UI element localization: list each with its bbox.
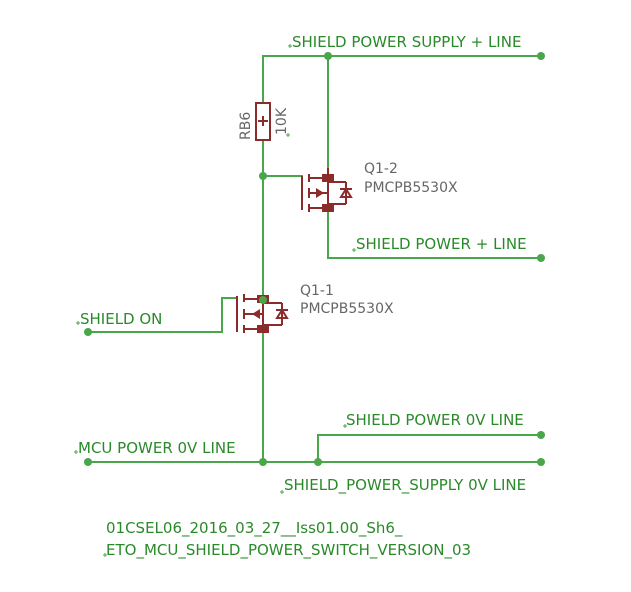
endpoint-dot — [537, 52, 545, 60]
junctions — [259, 52, 332, 466]
wires — [87, 55, 542, 463]
net-endpoints — [84, 52, 545, 466]
endpoint-dot — [84, 458, 92, 466]
resistor-ref: RB6 — [238, 112, 254, 140]
net-label-power-plus: SHIELD POWER + LINE — [356, 235, 527, 253]
net-label-supply-0v: SHIELD_POWER_SUPPLY 0V LINE — [284, 476, 526, 495]
junction-node — [259, 458, 267, 466]
net-label-mcu-0v: MCU POWER 0V LINE — [78, 439, 236, 457]
endpoint-dot — [537, 254, 545, 262]
junction-node — [314, 458, 322, 466]
resistor-body — [255, 102, 271, 141]
q1-2-ref: Q1-2 — [364, 161, 398, 177]
net-label-power-0v: SHIELD POWER 0V LINE — [346, 411, 524, 429]
resistor-rb6 — [255, 102, 271, 141]
label-ticks — [74, 44, 356, 557]
q1-1-part: PMCPB5530X — [300, 301, 394, 317]
junction-node — [259, 296, 267, 304]
resistor-value: 10K — [274, 107, 290, 135]
endpoint-dot — [537, 431, 545, 439]
q12-drain-pad — [322, 204, 334, 212]
endpoint-dot — [84, 328, 92, 336]
footer-line-2: ETO_MCU_SHIELD_POWER_SWITCH_VERSION_03 — [106, 541, 471, 560]
net-label-shield-on: SHIELD ON — [80, 310, 162, 328]
mosfet-q1-2 — [301, 168, 353, 212]
q1-1-ref: Q1-1 — [300, 283, 334, 299]
junction-node — [324, 52, 332, 60]
footer-line-1: 01CSEL06_2016_03_27__Iss01.00_Sh6_ — [106, 519, 403, 538]
q12-source-pad — [322, 174, 334, 182]
q1-2-part: PMCPB5530X — [364, 180, 458, 196]
junction-node — [259, 172, 267, 180]
net-label-supply-plus: SHIELD POWER SUPPLY + LINE — [292, 33, 521, 51]
endpoint-dot — [537, 458, 545, 466]
q11-source-pad — [257, 325, 269, 333]
